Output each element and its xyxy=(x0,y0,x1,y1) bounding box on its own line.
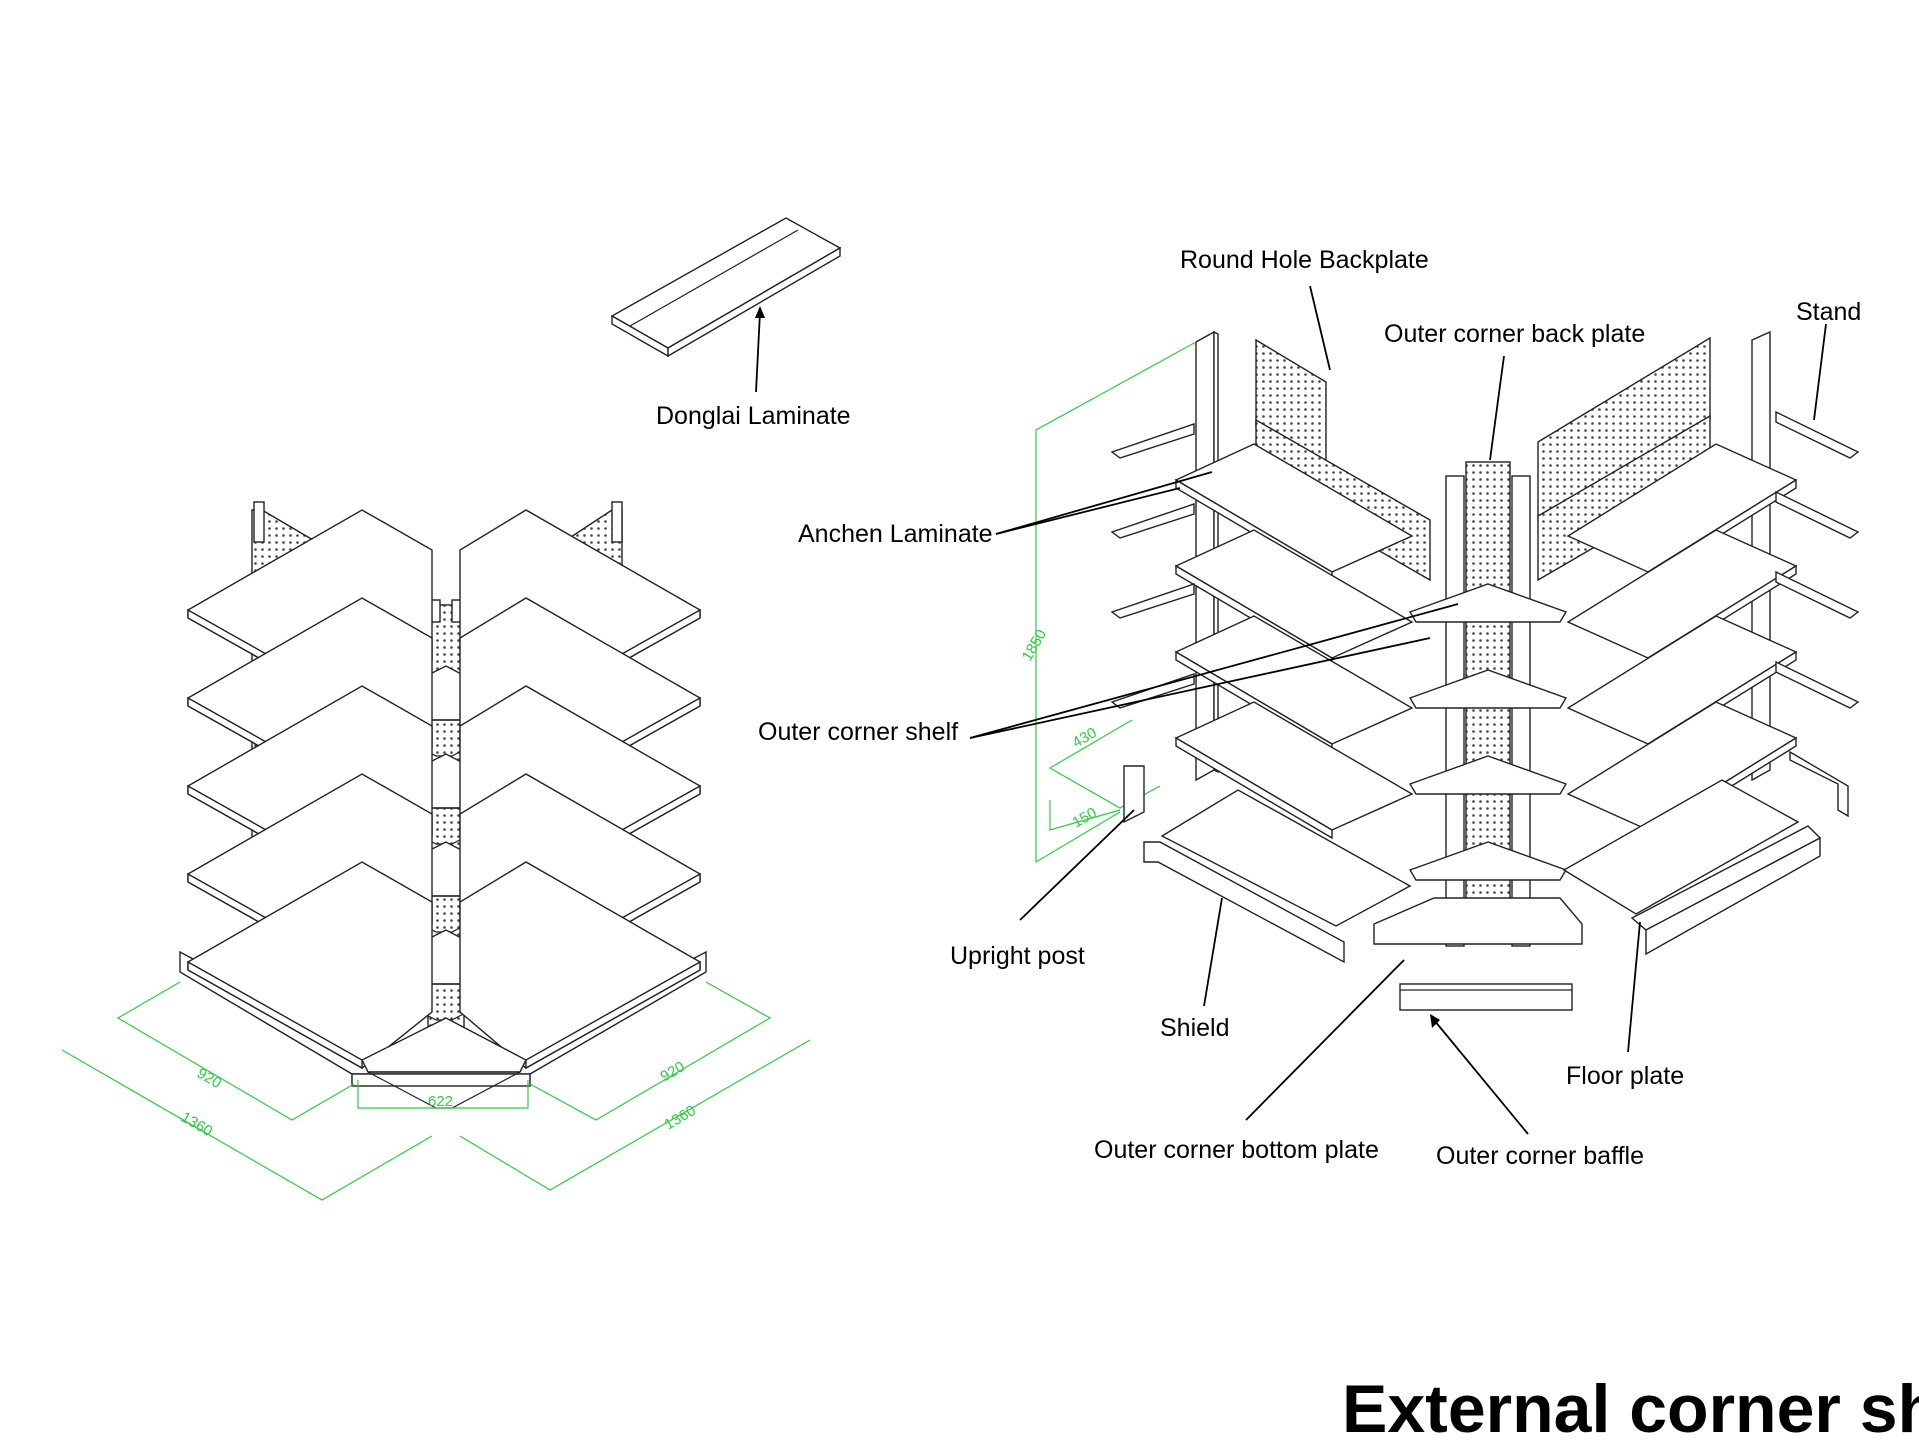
label-outer-corner-baffle: Outer corner baffle xyxy=(1436,1142,1644,1170)
label-stand: Stand xyxy=(1796,298,1861,326)
stand-bracket-left xyxy=(1110,423,1195,459)
outer-corner-shelf xyxy=(1408,755,1568,795)
left-shelf-edge xyxy=(187,960,363,1070)
label-outer-corner-back-plate: Outer corner back plate xyxy=(1384,320,1645,348)
label-outer-corner-bottom-plate: Outer corner bottom plate xyxy=(1094,1136,1379,1164)
stand-bracket-right xyxy=(1775,660,1860,709)
label-floor-plate: Floor plate xyxy=(1566,1062,1684,1090)
outer-corner-shelf xyxy=(1408,841,1568,881)
label-donglai-laminate: Donglai Laminate xyxy=(656,402,851,430)
donglai-laminate-part xyxy=(610,217,842,358)
assembled-shelf-level xyxy=(187,861,701,1109)
dim-left-depth: 920 xyxy=(194,1065,224,1092)
label-upright-post: Upright post xyxy=(950,942,1085,970)
stand-bracket-right xyxy=(1775,490,1860,539)
label-anchen-laminate: Anchen Laminate xyxy=(798,520,993,548)
dim-height: 1850 xyxy=(1019,627,1050,664)
anchen-laminate-left-edge xyxy=(1175,736,1333,840)
outer-corner-shelf xyxy=(1408,583,1568,623)
label-shield: Shield xyxy=(1160,1014,1230,1042)
floor-plate-right xyxy=(1562,779,1800,915)
right-shelf-edge xyxy=(525,960,701,1070)
corner-shelf xyxy=(361,1017,527,1073)
label-round-hole-backplate: Round Hole Backplate xyxy=(1180,246,1429,274)
floor-plate-left xyxy=(1160,789,1412,927)
outer-corner-shelf xyxy=(1408,669,1568,709)
leader-lines xyxy=(755,285,1827,1135)
dim-bottom-depth: 430 xyxy=(1070,724,1100,751)
label-outer-corner-shelf: Outer corner shelf xyxy=(758,718,958,746)
stand-bracket-left xyxy=(1110,583,1195,619)
stand-bracket-left xyxy=(1110,503,1195,539)
assembled-shelf-unit xyxy=(179,501,707,1109)
exploded-shelf-unit: 1850 430 150 xyxy=(1019,330,1860,1011)
dim-front-width: 622 xyxy=(428,1093,453,1110)
stand-bracket-right xyxy=(1775,570,1860,619)
stand-bracket-right xyxy=(1775,410,1860,459)
page-title: External corner shelf xyxy=(1342,1371,1919,1447)
